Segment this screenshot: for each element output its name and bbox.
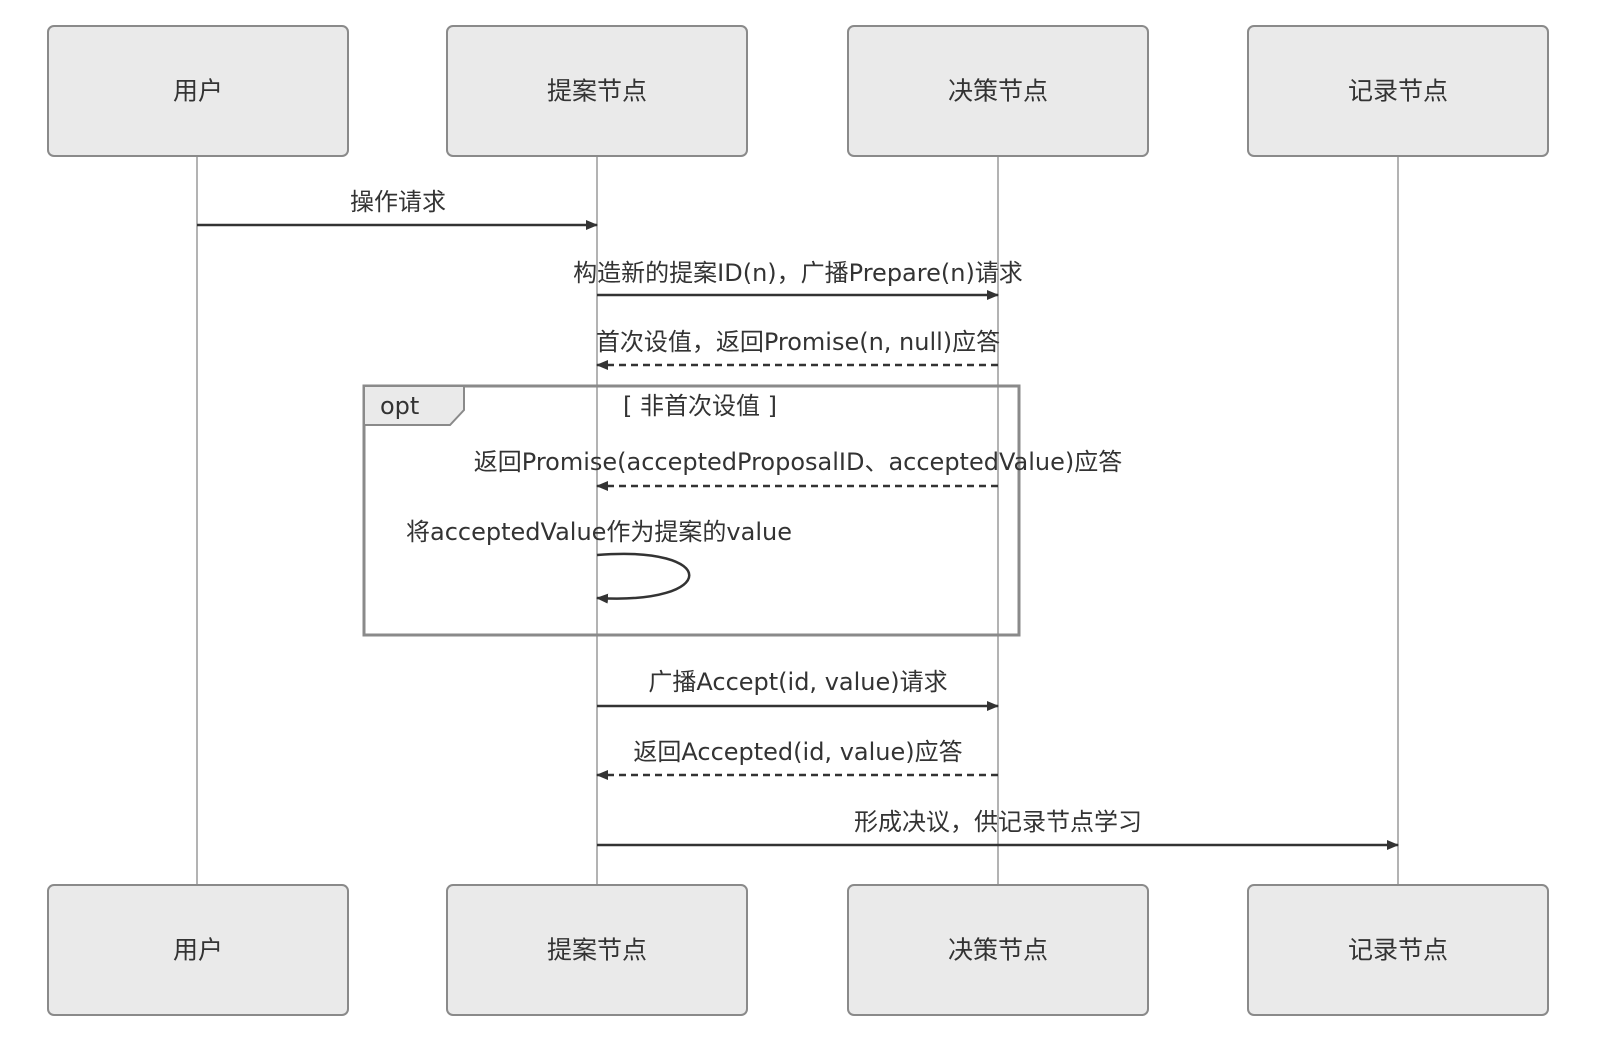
actor-acceptor-bottom: 决策节点 bbox=[847, 884, 1149, 1016]
actor-label: 决策节点 bbox=[948, 77, 1048, 106]
actor-proposer-bottom: 提案节点 bbox=[446, 884, 748, 1016]
actor-label: 决策节点 bbox=[948, 936, 1048, 965]
actor-learner-top: 记录节点 bbox=[1247, 25, 1549, 157]
opt-condition: [ 非首次设值 ] bbox=[623, 392, 777, 420]
opt-tab bbox=[363, 385, 465, 426]
actor-label: 用户 bbox=[173, 936, 223, 965]
message-label: 操作请求 bbox=[350, 188, 446, 216]
actor-label: 提案节点 bbox=[547, 77, 647, 106]
actor-user-bottom: 用户 bbox=[47, 884, 349, 1016]
actor-proposer-top: 提案节点 bbox=[446, 25, 748, 157]
actor-user-top: 用户 bbox=[47, 25, 349, 157]
message-label: 将acceptedValue作为提案的value bbox=[406, 518, 792, 546]
message-label: 广播Accept(id, value)请求 bbox=[648, 668, 947, 696]
opt-label: opt bbox=[380, 392, 419, 420]
actor-learner-bottom: 记录节点 bbox=[1247, 884, 1549, 1016]
opt-frame: opt [ 非首次设值 ] bbox=[362, 384, 1021, 637]
actor-acceptor-top: 决策节点 bbox=[847, 25, 1149, 157]
message-label: 返回Accepted(id, value)应答 bbox=[633, 738, 962, 766]
message-label: 首次设值，返回Promise(n, null)应答 bbox=[596, 328, 1000, 356]
message-label: 返回Promise(acceptedProposalID、acceptedVal… bbox=[474, 448, 1122, 476]
message-label: 形成决议，供记录节点学习 bbox=[854, 808, 1142, 836]
actor-label: 提案节点 bbox=[547, 936, 647, 965]
actor-label: 用户 bbox=[173, 77, 223, 106]
actor-label: 记录节点 bbox=[1348, 936, 1448, 965]
actor-label: 记录节点 bbox=[1348, 77, 1448, 106]
message-label: 构造新的提案ID(n)，广播Prepare(n)请求 bbox=[573, 259, 1023, 287]
self-message-arrow bbox=[596, 552, 691, 604]
